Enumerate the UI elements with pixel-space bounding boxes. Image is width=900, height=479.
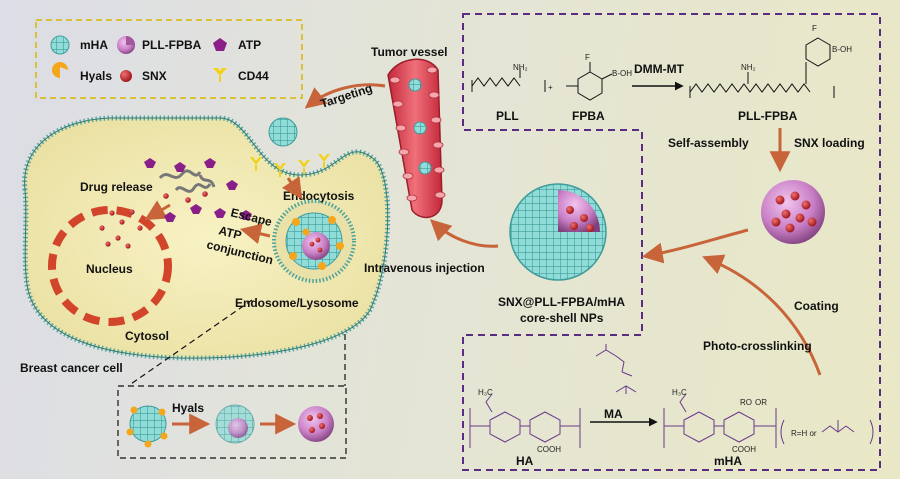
incoming-nanoparticle — [268, 117, 298, 147]
pll-fpba-nh2: NH₂ — [741, 63, 756, 72]
legend-pll-fpba-label: PLL-FPBA — [142, 38, 202, 52]
core-shell-np-label-2: core-shell NPs — [520, 311, 604, 325]
pll-nh2: NH₂ — [513, 63, 528, 72]
coating-label: Coating — [794, 299, 839, 313]
pll-fpba-structure — [689, 37, 835, 98]
tumor-vessel — [387, 58, 446, 219]
endocytosis-label: Endocytosis — [283, 189, 355, 203]
legend-box — [35, 19, 303, 99]
intravenous-injection-label: Intravenous injection — [364, 261, 485, 275]
drug-release-label: Drug release — [80, 180, 153, 194]
inset-hyals-label: Hyals — [172, 401, 204, 415]
intravenous-injection-arrow — [429, 219, 499, 248]
ha-structure — [469, 393, 581, 448]
legend-pll-fpba-icon — [117, 36, 135, 54]
fpba-label: FPBA — [572, 109, 605, 123]
snx-near-strands — [163, 191, 208, 203]
pll-fpba-label: PLL-FPBA — [738, 109, 798, 123]
fpba-structure — [566, 62, 613, 101]
legend-mha-icon — [50, 35, 70, 55]
ma-structure — [595, 344, 637, 394]
legend-hyals-icon — [52, 62, 68, 78]
pll-structure — [471, 68, 546, 92]
legend-cd44-icon — [213, 68, 227, 82]
pll-fpba-b-oh: B-OH — [832, 45, 852, 54]
nucleus-membrane — [48, 206, 172, 326]
targeting-label: Targeting — [319, 81, 374, 111]
mha-ro-1: RO — [740, 398, 752, 407]
r-definition-label: R=H or — [791, 429, 817, 438]
legend-atp-label: ATP — [238, 38, 261, 52]
mha-cooh: COOH — [732, 445, 756, 454]
ha-label: HA — [516, 454, 534, 468]
snx-loading-label: SNX loading — [794, 136, 865, 150]
escape-arrow — [239, 223, 271, 245]
core-shell-nanoparticle — [509, 183, 607, 281]
cytosol-label: Cytosol — [125, 329, 169, 343]
fpba-b-oh: B-OH — [612, 69, 632, 78]
released-snx-dots — [99, 209, 143, 249]
inset-degraded-np — [215, 404, 255, 444]
legend-hyals-label: Hyals — [80, 69, 112, 83]
synthesis-panel-border — [462, 13, 881, 471]
pll-fpba-f: F — [812, 24, 817, 33]
atp-molecules — [144, 158, 252, 222]
drug-release-arrow — [144, 200, 171, 221]
ha-acetyl: H₃C — [478, 388, 493, 397]
endosome-lysosome-label: Endosome/Lysosome — [235, 296, 359, 310]
fpba-plus: + — [548, 83, 553, 92]
tumor-vessel-label: Tumor vessel — [371, 45, 447, 59]
self-assembly-label: Self-assembly — [668, 136, 749, 150]
ha-cooh: COOH — [537, 445, 561, 454]
breast-cancer-cell-label: Breast cancer cell — [20, 361, 123, 375]
endocytosis-arrow — [281, 176, 303, 200]
to-core-shell-arrow — [641, 228, 749, 264]
legend-mha-label: mHA — [80, 38, 108, 52]
dmm-mt-label: DMM-MT — [634, 62, 685, 76]
inset-pll-fpba-core — [298, 406, 334, 442]
coating-arrow — [702, 254, 822, 376]
core-shell-np-label-1: SNX@PLL-FPBA/mHA — [498, 295, 625, 309]
inset-np-with-hyals — [126, 405, 168, 448]
legend-atp-icon — [213, 38, 227, 51]
pll-label: PLL — [496, 109, 519, 123]
cd44-receptors — [250, 154, 330, 177]
mha-label: mHA — [714, 454, 742, 468]
legend-snx-label: SNX — [142, 69, 167, 83]
inset-leader-left — [127, 299, 253, 387]
atp-conjunction-label-1: ATP — [217, 223, 243, 242]
targeting-arrow — [304, 83, 386, 109]
mha-acetyl: H₃C — [672, 388, 687, 397]
legend-snx-icon — [120, 70, 132, 82]
endosome — [272, 199, 356, 283]
legend-cd44-label: CD44 — [238, 69, 269, 83]
released-polymer-strands — [158, 169, 216, 193]
mha-structure — [663, 393, 777, 448]
nucleus-label: Nucleus — [86, 262, 133, 276]
ma-label: MA — [604, 407, 623, 421]
hyals-inset-box — [117, 385, 347, 459]
r-definition-structure — [780, 419, 874, 445]
mha-or: OR — [755, 398, 767, 407]
photo-crosslinking-label: Photo-crosslinking — [703, 339, 812, 353]
snx-loaded-pll-fpba-nanoparticle — [761, 180, 825, 244]
fpba-f: F — [585, 53, 590, 62]
